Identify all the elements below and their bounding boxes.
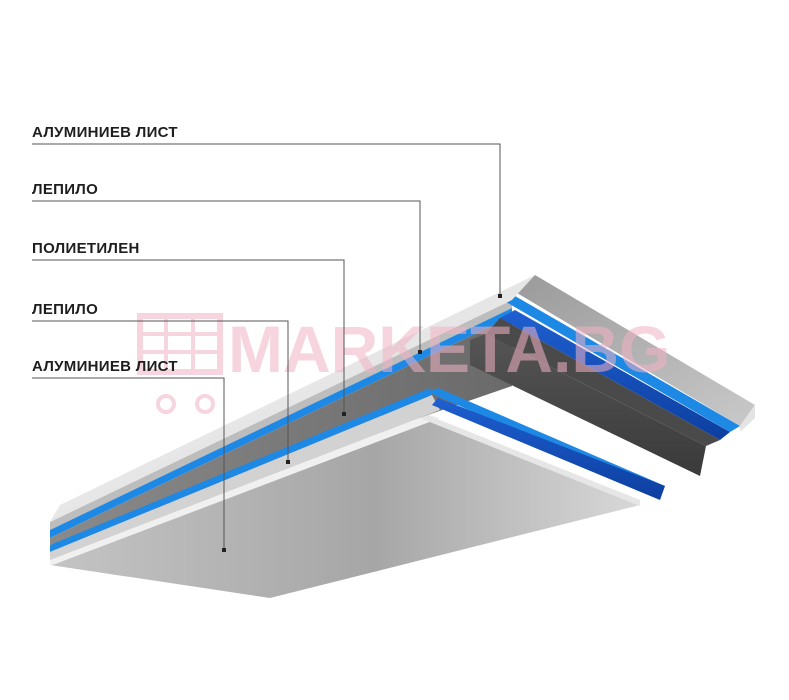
leader-dot-3: [342, 412, 346, 416]
lower-adhesive-layer: [428, 388, 665, 500]
label-polyethylene: ПОЛИЕТИЛЕН: [32, 240, 140, 257]
leader-dot-4: [286, 460, 290, 464]
label-lower-adhesive: ЛЕПИЛО: [32, 301, 99, 318]
shopping-cart-icon: [137, 313, 223, 414]
top-sheet-face: [50, 275, 535, 522]
leader-line-5: [32, 377, 225, 550]
leader-line-1: [32, 143, 501, 296]
leader-dot-2: [418, 350, 422, 354]
label-top-aluminium-sheet: АЛУМИНИЕВ ЛИСТ: [32, 124, 178, 141]
watermark-text: MARKETA.BG: [228, 312, 670, 386]
bottom-aluminium-sheet: [50, 412, 640, 598]
marketa-watermark: MARKETA.BG: [137, 312, 670, 414]
top-aluminium-sheet: [512, 275, 755, 432]
label-bottom-aluminium-sheet: АЛУМИНИЕВ ЛИСТ: [32, 358, 178, 375]
leader-dot-1: [498, 294, 502, 298]
upper-adhesive-layer: [500, 296, 740, 440]
leader-endpoints: [222, 294, 502, 552]
leader-lines: [32, 143, 501, 550]
leader-dot-5: [222, 548, 226, 552]
label-upper-adhesive: ЛЕПИЛО: [32, 181, 99, 198]
polyethylene-core: [470, 318, 720, 476]
leader-line-4: [32, 320, 289, 462]
leader-line-3: [32, 259, 345, 414]
leader-line-2: [32, 200, 421, 352]
panel-side-edge: [50, 300, 512, 560]
